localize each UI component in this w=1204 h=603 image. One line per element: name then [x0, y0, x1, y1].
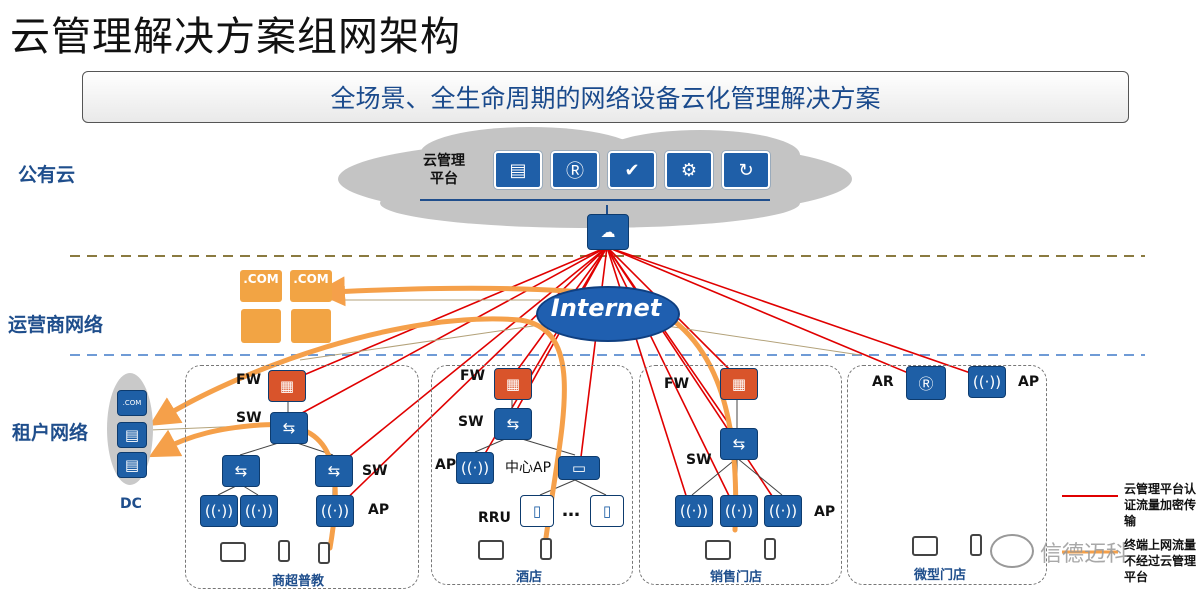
zone2-rru-icon-1: ▯	[520, 495, 554, 527]
zone1-ap-icon-1: ((·))	[200, 495, 238, 527]
zone1-firewall-icon: ▦	[268, 370, 306, 402]
zone1-phone-icon-1	[278, 540, 290, 562]
zone1-tablet-icon	[220, 542, 246, 562]
internet-label: Internet	[550, 294, 662, 322]
cloud-underline	[420, 199, 770, 201]
zone3-sw-label: SW	[686, 452, 712, 468]
zone1-fw-label: FW	[236, 372, 262, 388]
zone3-fw-label: FW	[664, 376, 690, 392]
cloud-refresh-icon: ↻	[722, 151, 770, 189]
solution-banner: 全场景、全生命周期的网络设备云化管理解决方案	[82, 71, 1129, 123]
cloud-platform-label: 云管理平台	[423, 153, 465, 187]
zone-hotel	[431, 365, 633, 585]
cloud-gear-icon: ⚙	[665, 151, 713, 189]
cloud-gateway-icon: ☁	[587, 214, 629, 250]
zone1-switch-right-icon: ⇆	[315, 455, 353, 487]
zone4-name: 微型门店	[914, 568, 967, 583]
zone3-ap-icon-1: ((·))	[675, 495, 713, 527]
zone2-ap-icon: ((·))	[456, 452, 494, 484]
zone2-sw-label: SW	[458, 414, 484, 430]
zone3-ap-icon-3: ((·))	[764, 495, 802, 527]
carrier-server-3	[241, 309, 281, 343]
zone2-switch-icon: ⇆	[494, 408, 532, 440]
dc-label: DC	[120, 496, 142, 512]
zone1-ap-label: AP	[368, 502, 390, 518]
zone2-tablet-icon	[478, 540, 504, 560]
zone1-phone-icon-2	[318, 542, 330, 564]
zone4-phone-icon	[970, 534, 982, 556]
zone4-tablet-icon	[912, 536, 938, 556]
layer-label-tenant: 租户网络	[12, 422, 89, 444]
zone2-name: 酒店	[516, 570, 543, 585]
zone1-ap-icon-2: ((·))	[240, 495, 278, 527]
zone2-fw-label: FW	[460, 368, 486, 384]
zone-retail-education	[185, 365, 419, 589]
zone-sales-store	[639, 365, 842, 585]
zone3-ap-icon-2: ((·))	[720, 495, 758, 527]
server-icon: ▤	[494, 151, 542, 189]
cursor-r-icon: Ⓡ	[551, 151, 599, 189]
zone4-ap-label: AP	[1018, 374, 1040, 390]
zone3-switch-icon: ⇆	[720, 428, 758, 460]
zone4-router-icon: Ⓡ	[906, 366, 946, 400]
layer-label-public-cloud: 公有云	[18, 164, 76, 186]
zone2-firewall-icon: ▦	[494, 368, 532, 400]
zone1-sw-label: SW	[236, 410, 262, 426]
zone3-tablet-icon	[705, 540, 731, 560]
zone2-ellipsis: …	[562, 500, 580, 521]
dc-com-server: .COM	[117, 390, 147, 416]
watermark-text: 信德迈科	[1040, 542, 1129, 567]
zone1-switch-icon: ⇆	[270, 412, 308, 444]
wechat-icon	[990, 534, 1034, 568]
zone2-phone-icon	[540, 538, 552, 560]
internet-cloud-shape	[536, 286, 680, 342]
layer-label-carrier: 运营商网络	[8, 314, 104, 336]
dc-server-3: ▤	[117, 452, 147, 478]
com-server-2: .COM	[290, 270, 332, 302]
zone2-rru-label: RRU	[478, 510, 511, 526]
zone1-sw2-label: SW	[362, 463, 388, 479]
zone3-name: 销售门店	[710, 570, 763, 585]
zone2-ap-label: AP	[435, 457, 457, 473]
zone3-phone-icon	[764, 538, 776, 560]
legend-orange-text: 终端上网流量不经过云管理平台	[1124, 538, 1197, 584]
zone4-ap-icon: ((·))	[968, 366, 1006, 398]
zone4-ar-label: AR	[872, 374, 894, 390]
dc-server-2: ▤	[117, 422, 147, 448]
zone2-rru-icon-2: ▯	[590, 495, 624, 527]
legend-red-text: 云管理平台认证流量加密传输	[1124, 482, 1197, 528]
zone1-ap-icon-3: ((·))	[316, 495, 354, 527]
zone1-name: 商超普教	[272, 574, 325, 589]
com-server-1: .COM	[240, 270, 282, 302]
zone2-center-ap-icon: ▭	[558, 456, 600, 480]
zone2-center-ap-label: 中心AP	[505, 460, 552, 476]
zone3-firewall-icon: ▦	[720, 368, 758, 400]
page-title: 云管理解决方案组网架构	[10, 14, 461, 60]
carrier-server-4	[291, 309, 331, 343]
shield-cursor-icon: ✔	[608, 151, 656, 189]
zone1-switch-left-icon: ⇆	[222, 455, 260, 487]
zone3-ap-label: AP	[814, 504, 836, 520]
zone-micro-store	[847, 365, 1047, 585]
